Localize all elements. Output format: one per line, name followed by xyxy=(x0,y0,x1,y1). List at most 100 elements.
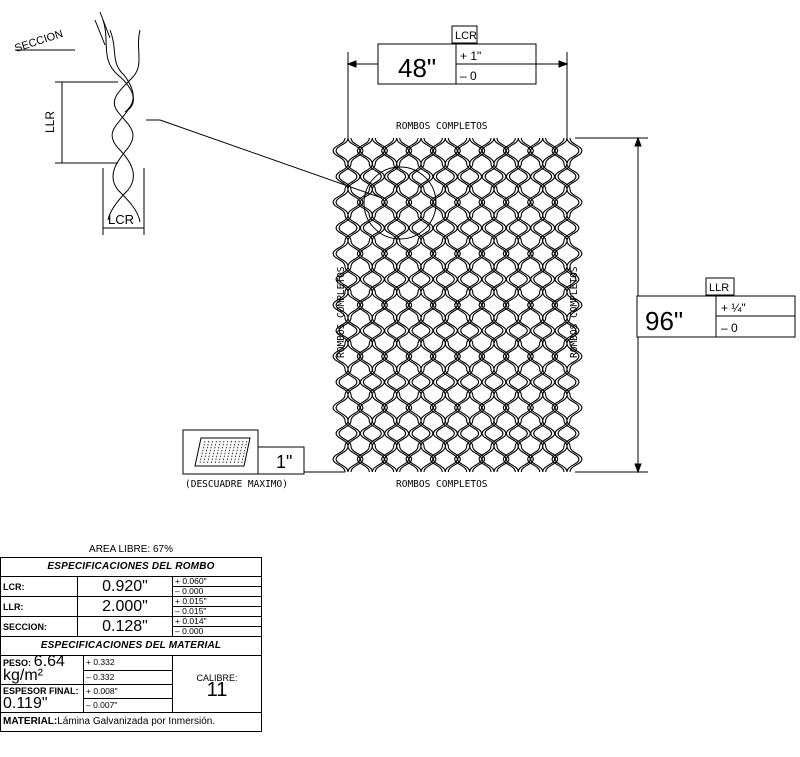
hatch-line xyxy=(214,440,221,464)
hatch-line xyxy=(237,440,244,464)
mesh-strand xyxy=(478,137,504,473)
mesh-strand xyxy=(429,137,455,473)
llr-spec-value: 2.000" xyxy=(77,596,173,617)
mesh-strand xyxy=(384,137,410,473)
mesh-strand xyxy=(356,137,382,473)
hatch-line xyxy=(230,440,236,464)
detail-lcr-label: LCR xyxy=(108,212,134,227)
hatch-line xyxy=(218,440,225,464)
espesor-label: ESPESOR FINAL: xyxy=(3,686,79,696)
mesh-strand xyxy=(332,137,358,473)
mesh-strand xyxy=(527,137,553,473)
mesh-strand xyxy=(484,137,510,473)
right-dimension xyxy=(575,136,796,474)
mesh-strand xyxy=(530,137,556,473)
peso-cell: PESO: 6.64 kg/m² xyxy=(0,654,84,685)
lcr-tol-plus: + 1" xyxy=(460,49,481,63)
llr-spec-label: LLR: xyxy=(0,596,78,617)
label-top-rombos: ROMBOS COMPLETOS xyxy=(396,121,488,132)
peso-plus: + 0.332 xyxy=(83,655,173,671)
peso-label: PESO: xyxy=(3,658,32,668)
skew-caption: (DESCUADRE MAXIMO) xyxy=(185,479,288,490)
mesh-strand xyxy=(557,137,583,473)
espesor-plus: + 0.008" xyxy=(83,684,173,699)
espesor-minus: – 0.007" xyxy=(83,698,173,713)
calibre-value: 11 xyxy=(206,679,228,701)
mesh-strand xyxy=(338,137,364,473)
skew-value: 1" xyxy=(276,452,292,472)
hatch-line xyxy=(233,440,240,464)
label-bottom-rombos: ROMBOS COMPLETOS xyxy=(396,479,488,490)
mesh-strand xyxy=(554,137,580,473)
hatch-line xyxy=(241,440,248,464)
hatch-line xyxy=(222,440,229,464)
rombo-spec-title: ESPECIFICACIONES DEL ROMBO xyxy=(0,557,262,577)
parallelogram-icon xyxy=(194,437,251,467)
lcr-spec-minus: – 0.000 xyxy=(172,586,262,597)
llr-tag-box xyxy=(705,277,735,296)
mesh-strand xyxy=(505,137,531,473)
espesor-value: 0.119" xyxy=(3,695,48,712)
mesh-strand xyxy=(554,137,580,473)
mesh-strand xyxy=(387,137,413,473)
mesh-strand xyxy=(457,137,483,473)
mesh-strand xyxy=(335,137,361,473)
label-right-rombos: ROMBOS COMPLETOS xyxy=(569,266,580,358)
mesh-strand xyxy=(551,137,577,473)
mesh-strand xyxy=(481,137,507,473)
llr-tag: LLR xyxy=(709,282,729,294)
detail-strand xyxy=(109,29,134,113)
skew-callout xyxy=(182,429,345,475)
seccion-label: SECCION xyxy=(13,28,64,55)
spec-table: AREA LIBRE: 67% ESPECIFICACIONES DEL ROM… xyxy=(0,543,262,732)
mesh-strand xyxy=(408,137,434,473)
mesh-strand xyxy=(502,137,528,473)
mesh-strand xyxy=(435,137,461,473)
lcr-value: 48" xyxy=(398,53,436,83)
mesh-strand xyxy=(405,137,431,473)
mesh-strand xyxy=(454,137,480,473)
llr-value: 96" xyxy=(645,306,683,336)
section-arrow xyxy=(99,11,111,39)
seccion-spec-value: 0.128" xyxy=(77,616,173,637)
hatch-line xyxy=(226,440,232,464)
skew-icon-box xyxy=(182,429,259,475)
parallelogram-hatch xyxy=(199,440,248,464)
llr-spec-plus: + 0.015" xyxy=(172,596,262,607)
detail-strand xyxy=(102,19,134,221)
lcr-tag-box xyxy=(451,25,478,44)
mesh-strand xyxy=(460,137,486,473)
detail-strand xyxy=(112,29,141,223)
lcr-spec-value: 0.920" xyxy=(77,576,173,597)
seccion-spec-minus: – 0.000 xyxy=(172,626,262,637)
material-value: Lámina Galvanizada por Inmersión. xyxy=(57,716,216,727)
llr-tol-plus: + ¼" xyxy=(721,301,746,315)
calibre-cell: CALIBRE: 11 xyxy=(172,655,262,713)
area-libre: AREA LIBRE: 67% xyxy=(89,544,173,555)
seccion-spec-label: SECCION: xyxy=(0,616,78,637)
detail-view xyxy=(15,11,383,235)
lcr-spec-plus: + 0.060" xyxy=(172,576,262,587)
material-spec-title: ESPECIFICACIONES DEL MATERIAL xyxy=(0,636,262,656)
top-dimension xyxy=(346,25,569,140)
material-cell: MATERIAL:Lámina Galvanizada por Inmersió… xyxy=(0,712,262,732)
lcr-tag: LCR xyxy=(455,30,477,42)
mesh-strand xyxy=(533,137,559,473)
hatch-line xyxy=(207,440,213,464)
mesh-strand xyxy=(362,137,388,473)
llr-spec-minus: – 0.015" xyxy=(172,606,262,617)
hatch-line xyxy=(203,440,210,464)
mesh-strand xyxy=(508,137,534,473)
lcr-tol-minus: – 0 xyxy=(460,69,477,83)
detail-llr-label: LLR xyxy=(43,111,57,133)
mesh-strand xyxy=(381,137,407,473)
peso-minus: – 0.332 xyxy=(83,669,173,685)
skew-value-box xyxy=(257,446,305,475)
mesh-strand xyxy=(432,137,458,473)
label-left-rombos: ROMBOS COMPLETOS xyxy=(336,266,347,358)
detail-circle xyxy=(363,166,437,240)
hatch-line xyxy=(211,440,217,464)
mesh-strand xyxy=(411,137,437,473)
llr-tol-minus: – 0 xyxy=(721,321,738,335)
expanded-metal-mesh xyxy=(332,137,583,473)
